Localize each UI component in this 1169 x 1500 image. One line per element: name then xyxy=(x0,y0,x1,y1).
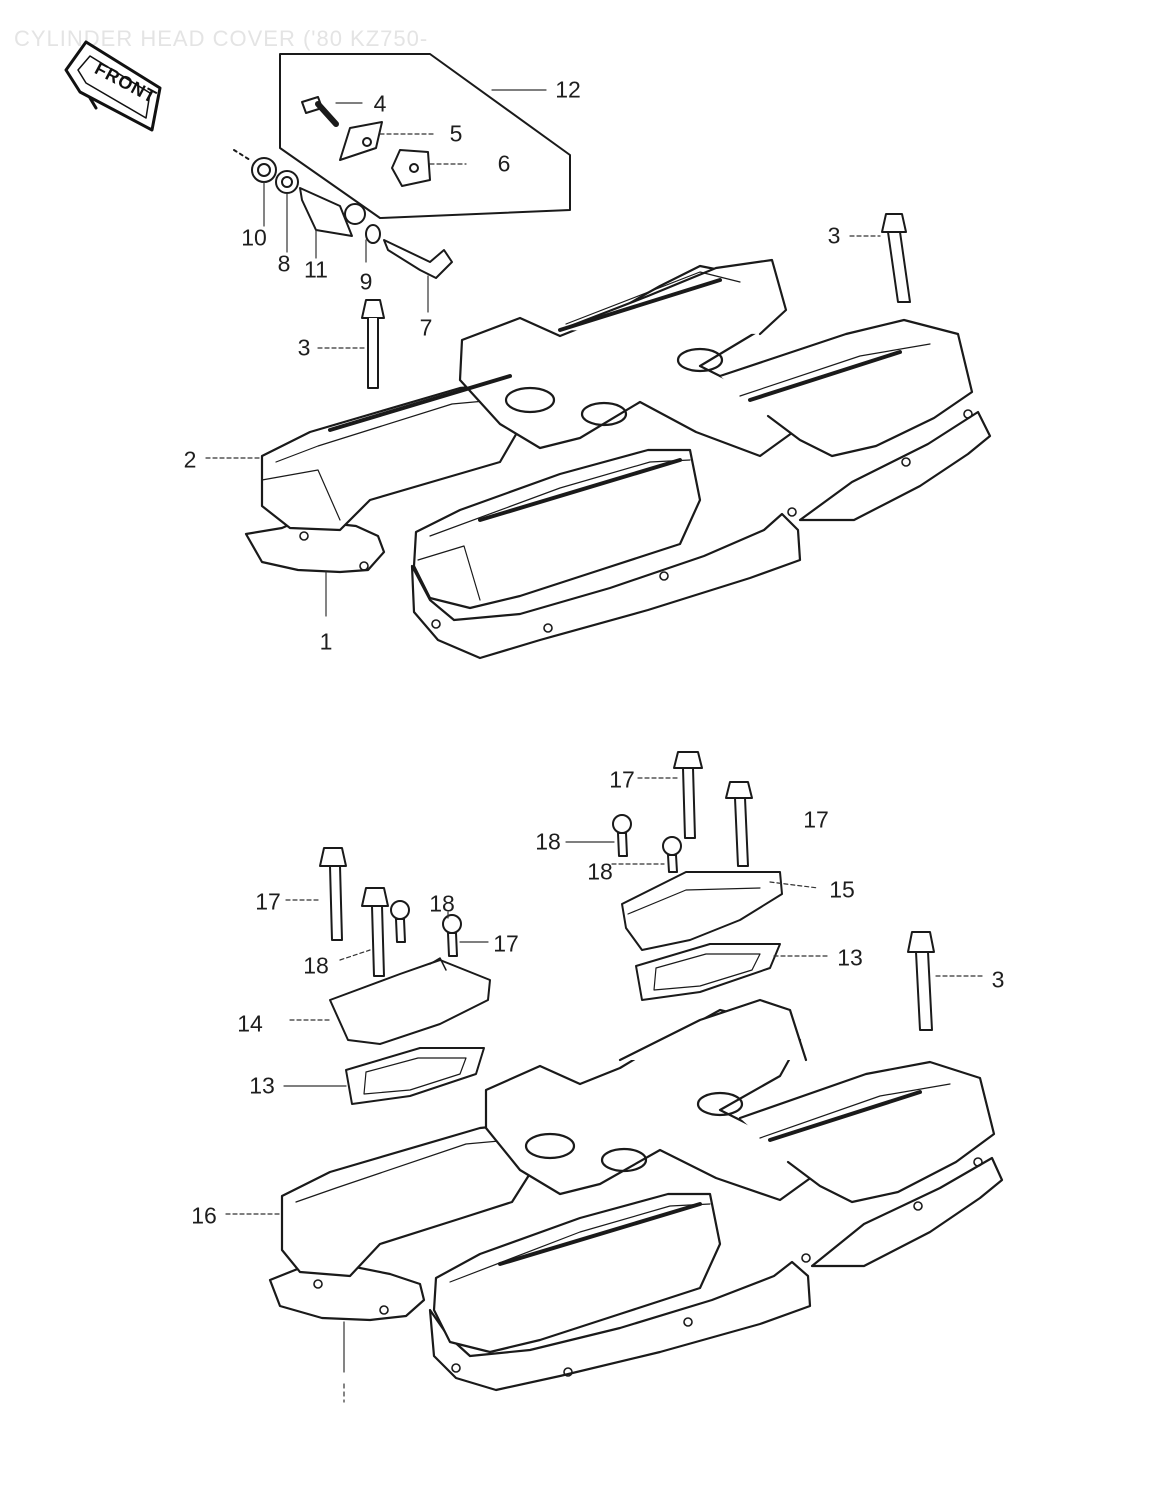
callout-18: 18 xyxy=(587,858,613,885)
callout-4: 4 xyxy=(373,90,387,117)
cam-caps-and-gaskets xyxy=(329,871,783,1105)
callout-6: 6 xyxy=(497,150,511,177)
small-parts-kit-12 xyxy=(279,53,571,219)
callout-8: 8 xyxy=(277,250,291,277)
callout-14: 14 xyxy=(237,1010,263,1037)
front-direction-badge: FRONT xyxy=(64,40,162,132)
callout-3: 3 xyxy=(297,334,311,361)
bottom-bolts xyxy=(319,751,935,1031)
cylinder-head-cover-bottom xyxy=(268,998,1004,1392)
callout-11: 11 xyxy=(304,256,328,283)
callout-10: 10 xyxy=(241,224,267,251)
callout-13: 13 xyxy=(837,944,863,971)
top-bolts-3 xyxy=(361,213,911,389)
callout-13: 13 xyxy=(249,1072,275,1099)
callout-17: 17 xyxy=(255,888,281,915)
callout-16: 16 xyxy=(191,1202,217,1229)
callout-2: 2 xyxy=(183,446,197,473)
leader-lines xyxy=(205,89,983,1403)
callout-18: 18 xyxy=(429,890,455,917)
callout-17: 17 xyxy=(493,930,519,957)
callout-3: 3 xyxy=(827,222,841,249)
callout-3: 3 xyxy=(991,966,1005,993)
cylinder-head-cover-top xyxy=(244,258,992,660)
callout-5: 5 xyxy=(449,120,463,147)
callout-18: 18 xyxy=(303,952,329,979)
callout-9: 9 xyxy=(359,268,373,295)
callout-17: 17 xyxy=(609,766,635,793)
callout-1: 1 xyxy=(319,628,333,655)
callout-12: 12 xyxy=(555,76,581,103)
callout-17: 17 xyxy=(803,806,829,833)
callout-7: 7 xyxy=(419,314,433,341)
callout-15: 15 xyxy=(829,876,855,903)
callout-18: 18 xyxy=(535,828,561,855)
